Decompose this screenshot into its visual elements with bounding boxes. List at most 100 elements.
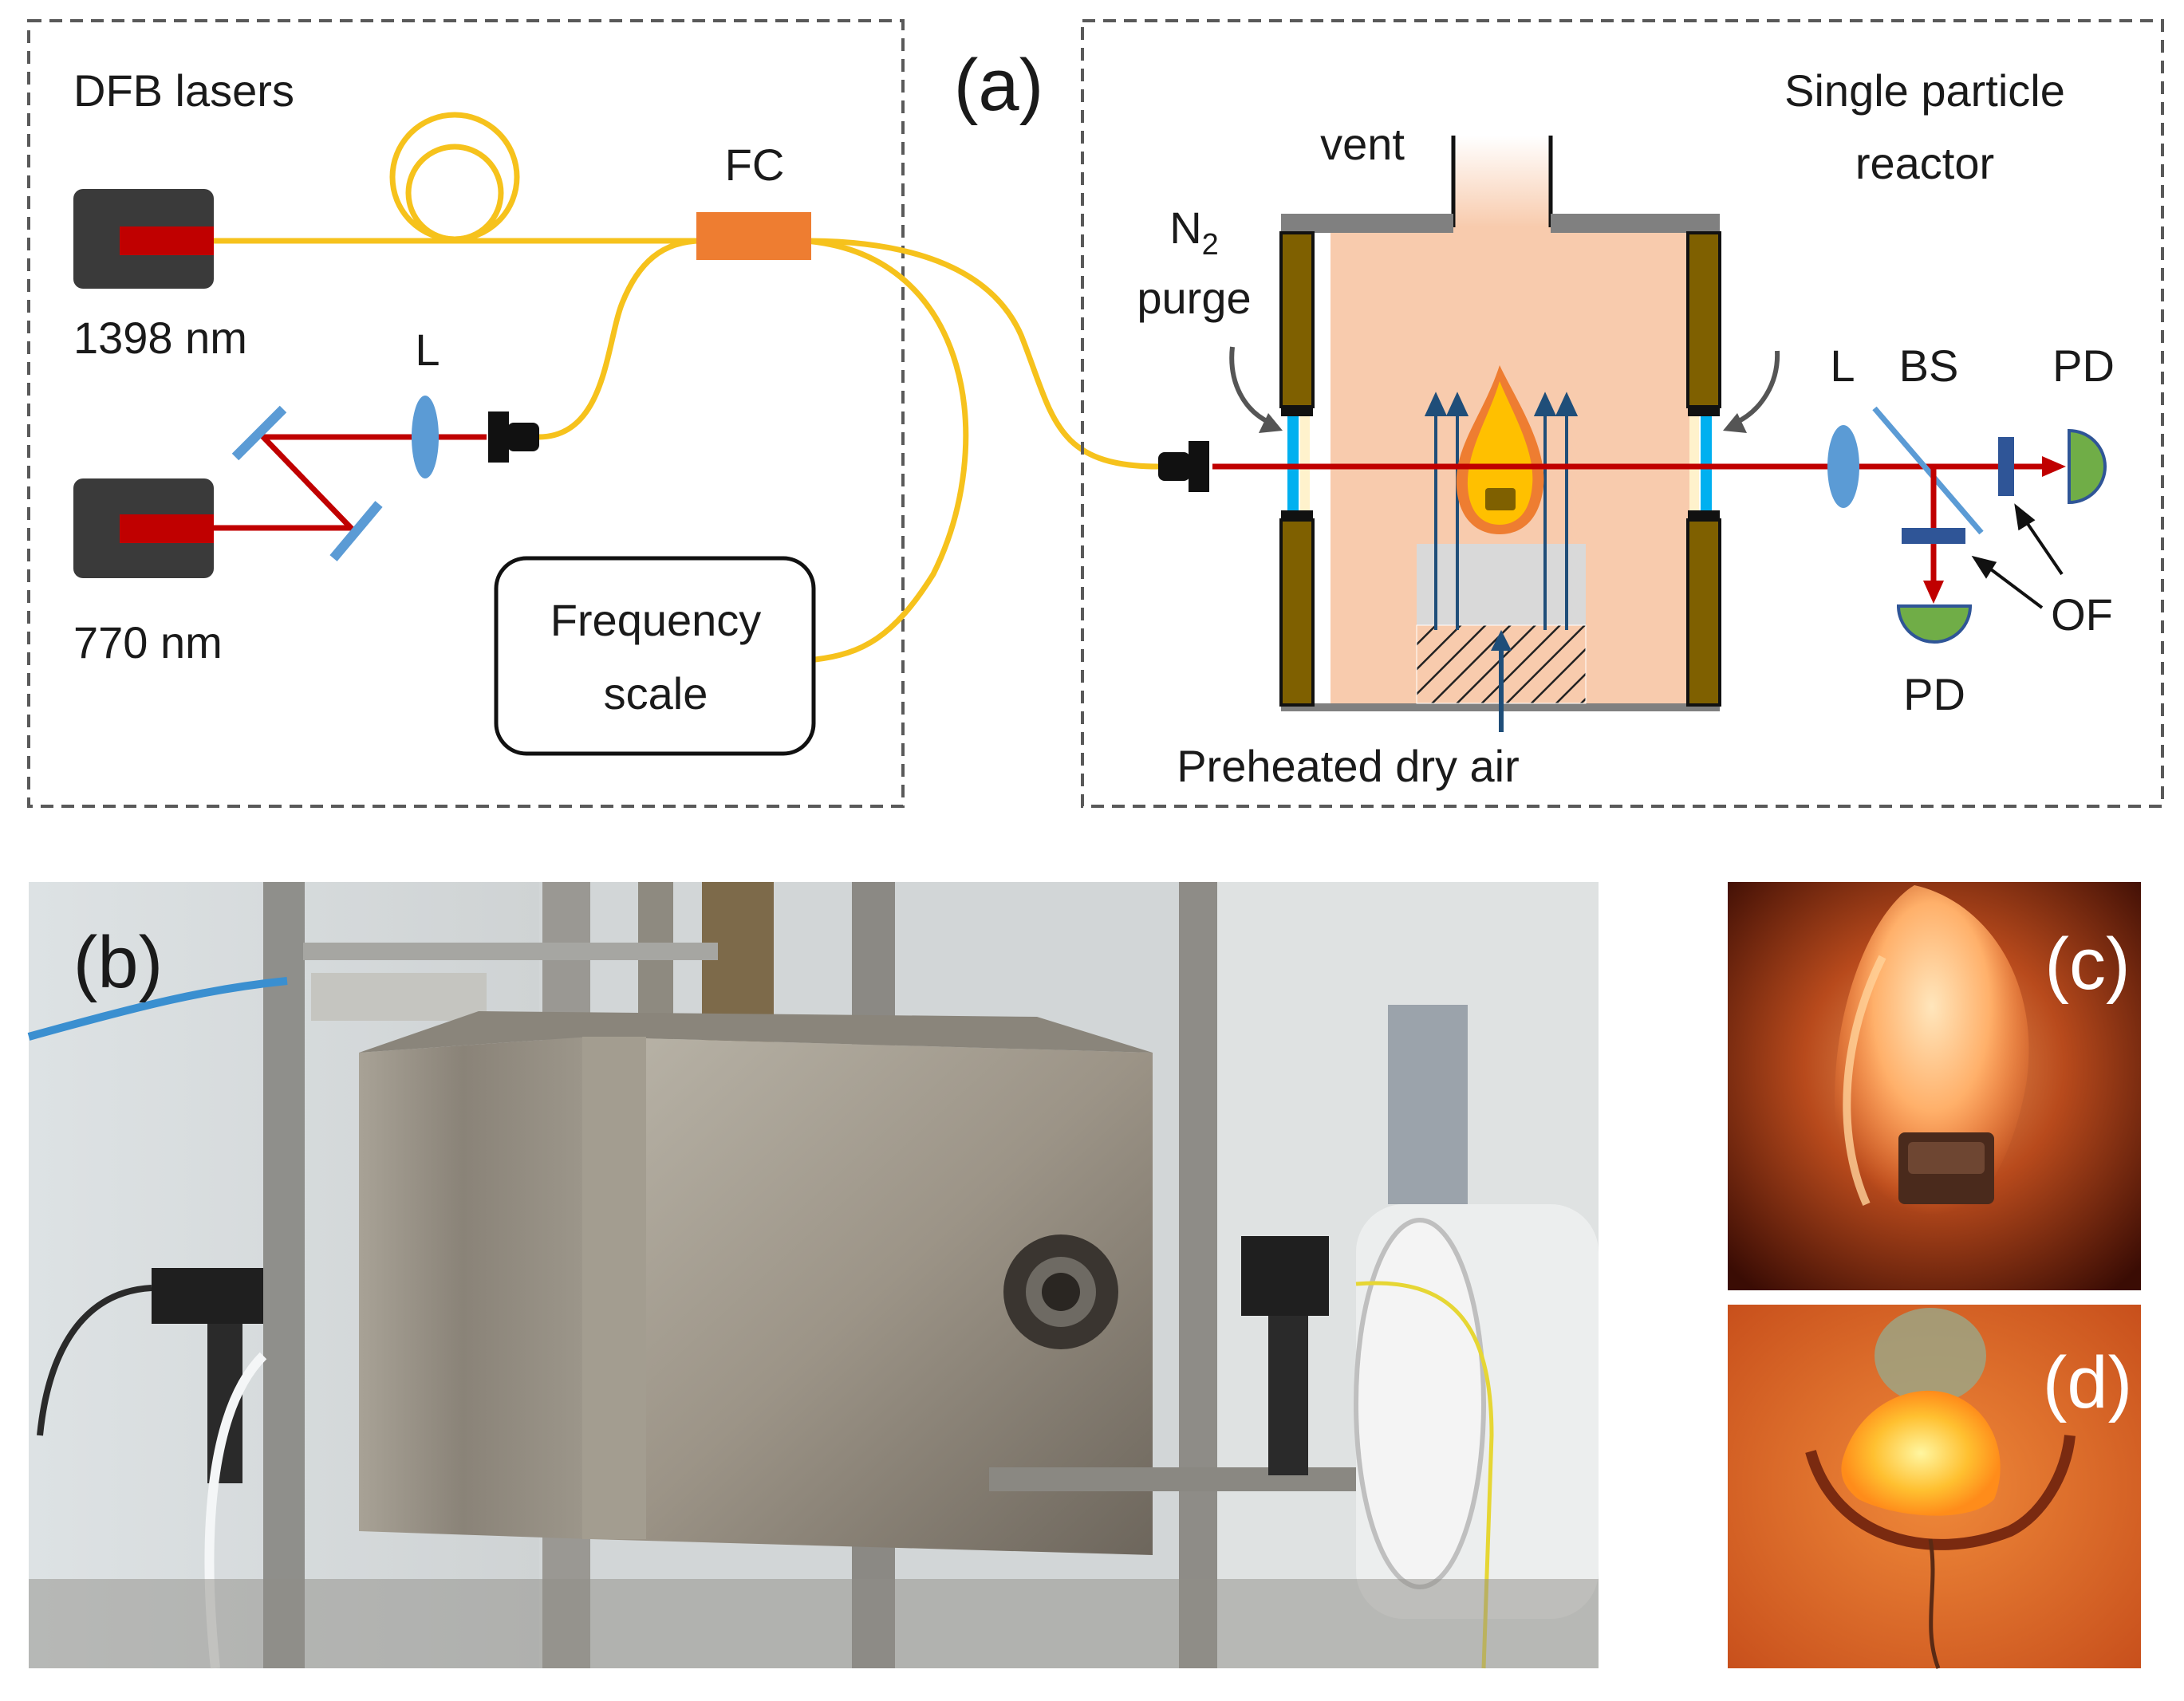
laser-1398-emitter [120,226,214,255]
air-inlet-arrow-head [1491,630,1512,651]
vent-channel [1453,136,1551,227]
photo-b-reactor-flange [582,1037,646,1539]
fiber-coupler [696,212,811,260]
filter-pointer-bottom-head [1971,555,1997,579]
purge-arrow-left-head [1259,413,1283,433]
photo-b-dark-cable [37,1285,152,1436]
mirror-bottom [329,501,383,561]
photo-b-left-mount [152,1268,263,1324]
photo-c-particle-face [1908,1142,1985,1174]
photodetector-bottom-label: PD [1903,669,1965,719]
lens-right [1827,425,1859,508]
photo-b-reactor-left-face [359,1037,590,1539]
fiber-loop-inner [405,144,504,242]
reactor-lid-right [1551,214,1720,233]
filter-pointer-bottom [1983,563,2044,609]
panel-d-photo: (d) [1728,1305,2141,1669]
air-stream-2-head [1445,392,1469,416]
filter-pointers [1971,503,2064,609]
air-stream-1-head [1424,392,1448,416]
window-left-frame-bottom [1281,510,1313,520]
air-stream-3-head [1533,392,1557,416]
laser-box-title: DFB lasers [73,65,294,116]
photo-b-crossbar-2 [311,973,487,1021]
photo-d-holder [1805,1435,2076,1550]
wall-left-top [1279,231,1315,408]
fiber-collimator-right [1158,441,1209,492]
laser-770-label: 770 nm [73,617,223,667]
laser-770 [73,478,214,578]
air-stream-4-head [1555,392,1579,416]
fiber-to-freq-scale [805,238,969,663]
photo-b-heater-opening [1354,1218,1486,1589]
photodetector-bottom [1896,604,1973,644]
wall-right-bottom [1686,518,1721,707]
laser-box-frame [27,19,905,808]
window-right-frame-bottom [1688,510,1720,520]
photo-b-frame-post-4 [1179,882,1217,1668]
purge-arrow-left [1229,346,1271,425]
panel-b-photo: (b) [27,882,1599,1669]
frequency-scale-box [494,556,816,756]
laser-770-emitter [120,514,214,543]
purge-arrow-right-head [1723,413,1747,433]
fiber-to-reactor [805,238,1159,470]
fiber-collimator-left [488,411,539,463]
photo-d-glowing-particle [1841,1390,2001,1516]
photo-b-frame-post-left [263,882,305,1668]
laser-1398-label: 1398 nm [73,313,247,363]
lens-left [412,396,439,478]
fiber-770 [538,238,703,440]
n2-label: N2 [1169,203,1219,262]
flame-inner [1467,381,1533,525]
photo-b-post-mount [1268,1308,1308,1475]
fiber-coupler-label: FC [725,140,785,190]
frequency-scale-line1: Frequency [550,595,762,645]
photo-b-post-mount-head [1241,1236,1329,1316]
optical-filter-bottom [1902,528,1965,544]
laser-box: DFB lasers 1398 nm 770 nm [27,19,1159,808]
filter-pointer-top-head [2014,503,2036,531]
lens-left-label: L [415,325,440,375]
photo-b-blue-tube [27,977,288,1041]
window-left-frame-top [1281,407,1313,416]
photo-b-crossbar [303,943,718,960]
window-right-glass [1689,416,1699,510]
reactor-title-line2: reactor [1855,138,1994,188]
optical-filter-label: OF [2051,589,2113,640]
photo-d-wire [1928,1538,1941,1669]
panel-a: (a) DFB lasers 1398 nm [27,19,2164,808]
hot-air-arrows [1424,392,1579,630]
laser-1398 [73,189,214,289]
filter-pointer-top [2021,515,2064,576]
air-label: Preheated dry air [1177,741,1520,791]
fiber-collimator-left-plate [488,411,509,463]
purge-arrow-right [1734,350,1780,425]
wall-right-top [1686,231,1721,408]
photo-b-reactor-front-face [590,1037,1153,1555]
panel-b-label: (b) [73,922,163,1003]
reactor-box: Single particle reactor vent [1081,19,2164,808]
photodetector-top [2068,428,2107,505]
panel-c-photo: (c) [1728,882,2141,1290]
panel-d-label: (d) [2043,1342,2132,1423]
photo-b-window-core [1042,1273,1080,1311]
photo-c-flame-edge [1843,955,1886,1207]
fuel-particle [1485,488,1516,510]
beam-splitter [1872,406,1984,535]
panel-a-label: (a) [954,45,1043,126]
panel-c-label: (c) [2044,923,2130,1005]
photodetector-top-label: PD [2052,341,2115,391]
photo-b-floor [29,1579,1599,1668]
reactor-lid-left [1281,214,1453,233]
optical-filter-top [1998,437,2014,496]
lens-right-label: L [1830,341,1855,391]
beam-770 [214,434,487,531]
window-left [1287,416,1299,510]
wall-left-bottom [1279,518,1315,707]
reactor-box-frame [1081,19,2164,808]
window-right-frame-top [1688,407,1720,416]
frequency-scale-line2: scale [604,668,708,719]
mirror-top [231,405,287,461]
